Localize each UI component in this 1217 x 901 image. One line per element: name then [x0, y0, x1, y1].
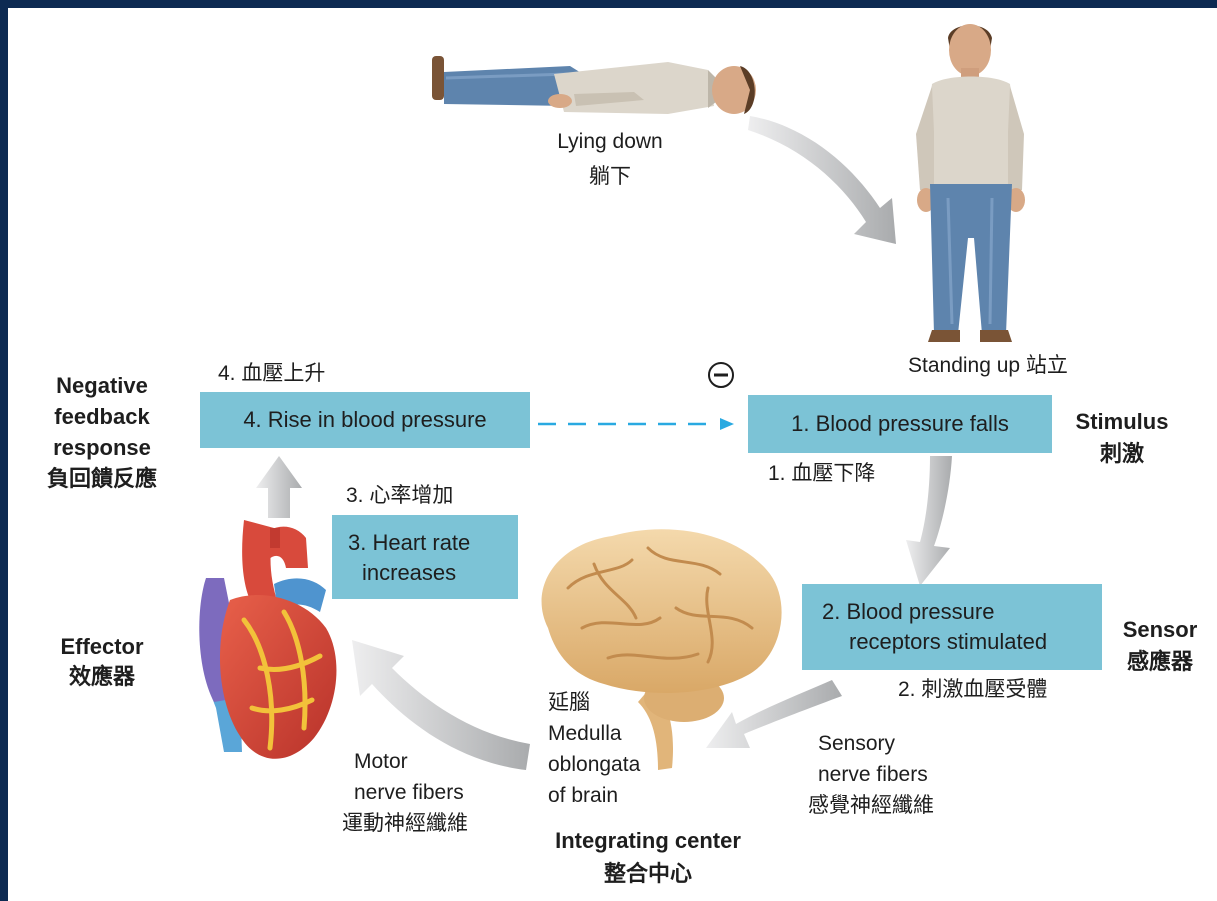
effector-box-line1: 3. Heart rate: [348, 528, 518, 558]
integrating-center-title: Integrating center: [508, 825, 788, 856]
effector-title-zh: 效應器: [30, 661, 174, 692]
stimulus-zh-label: 1. 血壓下降: [768, 458, 875, 489]
diagram-canvas: Lying down 躺下 Standing up 站立 1. Blood pr…: [8, 8, 1217, 901]
response-title-zh: 負回饋反應: [30, 463, 174, 494]
lying-down-zh-label: 躺下: [510, 161, 710, 192]
sensor-box: 2. Blood pressure receptors stimulated: [802, 584, 1102, 670]
arrow-heart-to-response: [256, 456, 302, 518]
sensor-box-line1: 2. Blood pressure: [822, 597, 1102, 627]
integrating-center-title-zh: 整合中心: [508, 858, 788, 889]
response-title-line3: response: [30, 432, 174, 463]
motor-fibers-line2: nerve fibers: [354, 777, 464, 808]
lying-down-label: Lying down: [510, 126, 710, 157]
response-box: 4. Rise in blood pressure: [200, 392, 530, 448]
lying-person-illustration: [432, 56, 756, 114]
standing-up-label: Standing up 站立: [908, 350, 1068, 381]
response-title-line2: feedback: [30, 401, 174, 432]
arrow-lying-to-standing: [748, 116, 896, 244]
negative-feedback-arrow: [538, 418, 734, 430]
sensor-zh-label: 2. 刺激血壓受體: [898, 674, 1047, 705]
medulla-zh-label: 延腦: [548, 687, 590, 718]
heart-illustration: [199, 520, 336, 759]
effector-box: 3. Heart rate increases: [332, 515, 518, 599]
sensory-fibers-line1: Sensory: [818, 728, 895, 759]
motor-fibers-line1: Motor: [354, 746, 408, 777]
arrow-stimulus-to-sensor: [906, 456, 952, 586]
minus-sign-icon: [709, 363, 733, 387]
sensory-fibers-line2: nerve fibers: [818, 759, 928, 790]
sensor-box-line2: receptors stimulated: [822, 627, 1102, 657]
stimulus-title-zh: 刺激: [1052, 438, 1192, 469]
response-title-line1: Negative: [30, 370, 174, 401]
motor-fibers-zh: 運動神經纖維: [342, 808, 468, 839]
stimulus-box: 1. Blood pressure falls: [748, 395, 1052, 453]
medulla-line2: oblongata: [548, 749, 640, 780]
standing-person-illustration: [916, 24, 1025, 342]
response-zh-label: 4. 血壓上升: [218, 358, 325, 389]
effector-zh-label: 3. 心率增加: [346, 480, 453, 511]
sensor-title: Sensor: [1102, 614, 1217, 645]
effector-title: Effector: [30, 631, 174, 662]
effector-box-line2: increases: [348, 558, 518, 588]
sensory-fibers-zh: 感覺神經纖維: [808, 790, 934, 821]
medulla-line1: Medulla: [548, 718, 622, 749]
sensor-title-zh: 感應器: [1102, 646, 1217, 677]
stimulus-title: Stimulus: [1052, 406, 1192, 437]
medulla-line3: of brain: [548, 780, 618, 811]
